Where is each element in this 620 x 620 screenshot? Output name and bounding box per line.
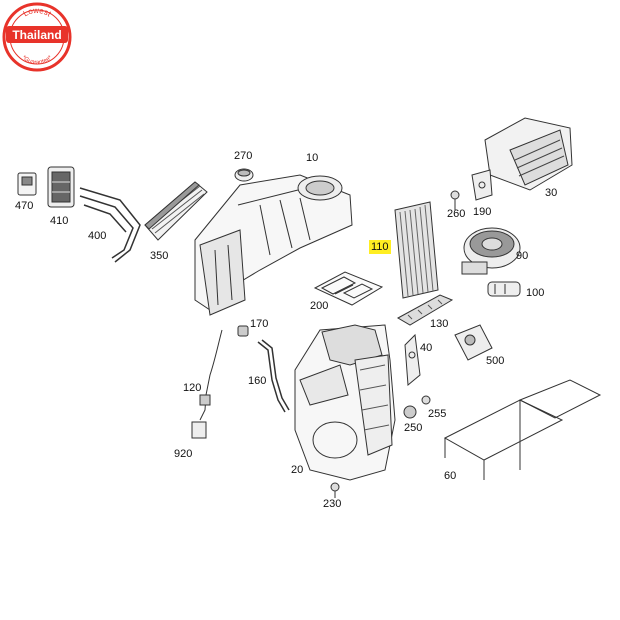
badge-bottom-text: *Guarantee* [21,55,54,66]
label-30: 30 [545,187,558,199]
part-200-drawing [313,271,384,306]
part-90-drawing [461,227,521,275]
part-260-drawing [450,190,460,210]
part-250-drawing [403,405,417,419]
part-130-drawing [396,294,454,326]
label-40: 40 [420,342,433,354]
label-100: 100 [526,287,545,299]
badge-middle-text: Thailand [12,28,61,42]
part-30-drawing [484,117,573,191]
part-120-drawing [191,329,223,439]
label-200: 200 [310,300,329,312]
label-920: 920 [174,448,193,460]
label-250: 250 [404,422,423,434]
part-100-drawing [487,281,521,297]
part-40-drawing [404,333,421,387]
label-190: 190 [473,206,492,218]
svg-text:*Guarantee*: *Guarantee* [21,55,54,66]
label-410: 410 [50,215,69,227]
label-170: 170 [250,318,269,330]
lowest-price-badge: Lowest Thailand *Guarantee* [2,2,72,72]
label-230: 230 [323,498,342,510]
part-270-drawing [234,168,254,182]
label-350: 350 [150,250,169,262]
part-470-drawing [17,172,37,196]
label-270: 270 [234,150,253,162]
part-400-drawing [79,187,141,263]
part-190-drawing [471,169,493,201]
part-255-drawing [421,395,431,405]
part-500-drawing [454,324,493,361]
part-410-drawing [47,166,75,208]
part-350-drawing [144,181,208,241]
label-60: 60 [444,470,457,482]
label-120: 120 [183,382,202,394]
label-255: 255 [428,408,447,420]
label-260: 260 [447,208,466,220]
label-500: 500 [486,355,505,367]
part-160-drawing [257,339,290,413]
part-170-drawing [237,325,249,337]
label-400: 400 [88,230,107,242]
label-110-highlighted: 110 [369,240,391,254]
label-130: 130 [430,318,449,330]
label-470: 470 [15,200,34,212]
label-10: 10 [306,152,319,164]
label-160: 160 [248,375,267,387]
part-60-drawing [443,379,602,480]
part-230-drawing [330,482,340,498]
part-10-drawing [194,174,353,316]
part-110-drawing [394,201,439,299]
label-90: 90 [516,250,529,262]
part-20-drawing [294,324,396,481]
label-20: 20 [291,464,304,476]
